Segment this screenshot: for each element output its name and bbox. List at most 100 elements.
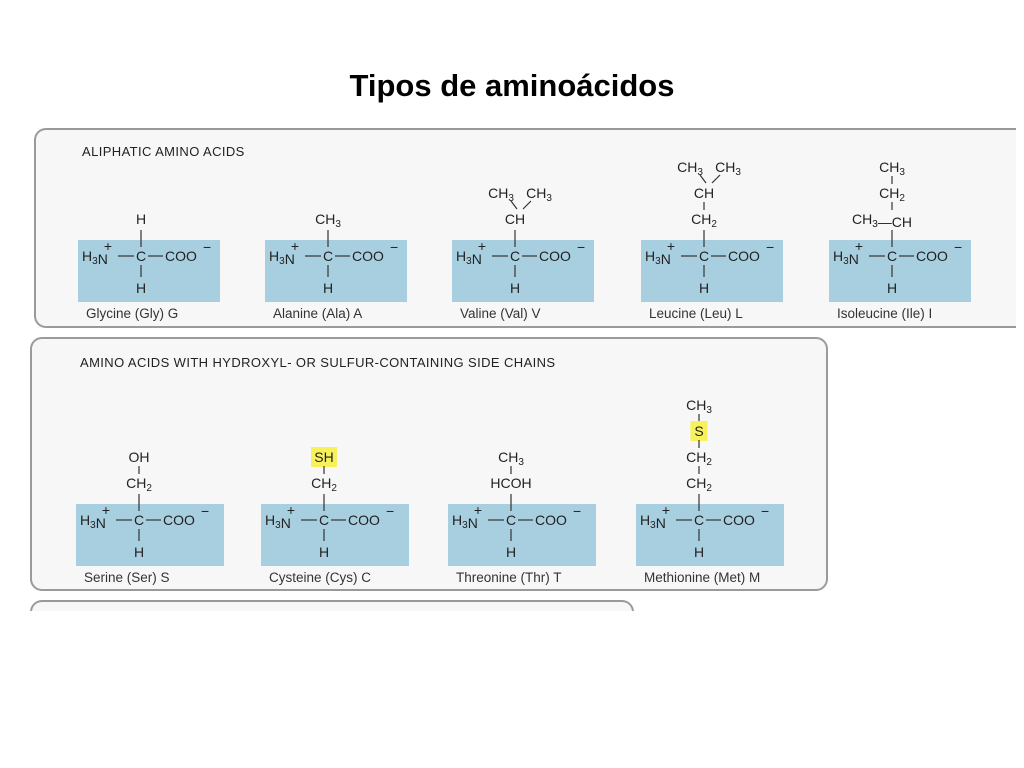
amine-charge: + bbox=[291, 238, 299, 254]
bond bbox=[522, 200, 532, 210]
side-chain-group: HCOH bbox=[490, 475, 531, 491]
page-blank-area bbox=[0, 611, 1024, 768]
carboxylate-charge: − bbox=[573, 503, 581, 519]
amine-group: H3N bbox=[833, 248, 859, 267]
alpha-hydrogen: H bbox=[319, 544, 329, 560]
side-chain-group: CH3—CH bbox=[852, 211, 912, 230]
carboxylate-group: COO bbox=[723, 512, 755, 528]
panel-heading: ALIPHATIC AMINO ACIDS bbox=[82, 144, 245, 159]
amine-group: H3N bbox=[82, 248, 108, 267]
panel-heading: AMINO ACIDS WITH HYDROXYL- OR SULFUR-CON… bbox=[80, 355, 556, 370]
bond bbox=[510, 200, 518, 210]
side-chain-group: CH3 bbox=[715, 159, 741, 178]
backbone-box bbox=[641, 240, 783, 302]
amino-acid-name: Methionine (Met) M bbox=[644, 570, 760, 585]
bond bbox=[711, 174, 721, 184]
alpha-carbon: C bbox=[134, 512, 144, 528]
carboxylate-group: COO bbox=[539, 248, 571, 264]
side-chain-group: CH3 bbox=[315, 211, 341, 230]
side-chain-group: CH2 bbox=[691, 211, 717, 230]
side-chain-group: S bbox=[694, 423, 703, 439]
side-chain-group: CH3 bbox=[686, 397, 712, 416]
side-chain-group: CH2 bbox=[879, 185, 905, 204]
amino-acid-glycine: H3N+ C COO− H H Glycine (Gly) G bbox=[78, 211, 220, 321]
side-chain-group: CH3 bbox=[498, 449, 524, 468]
carboxylate-charge: − bbox=[201, 503, 209, 519]
backbone-box bbox=[261, 504, 409, 566]
carboxylate-charge: − bbox=[577, 239, 585, 255]
carboxylate-charge: − bbox=[386, 503, 394, 519]
side-chain-group: CH3 bbox=[488, 185, 514, 204]
carboxylate-group: COO bbox=[535, 512, 567, 528]
amino-acid-name: Valine (Val) V bbox=[460, 306, 541, 321]
amine-charge: + bbox=[662, 502, 670, 518]
alpha-hydrogen: H bbox=[323, 280, 333, 296]
amino-acid-name: Alanine (Ala) A bbox=[273, 306, 362, 321]
side-chain-group: SH bbox=[314, 449, 333, 465]
amine-charge: + bbox=[478, 238, 486, 254]
alpha-hydrogen: H bbox=[510, 280, 520, 296]
side-chain-group: CH2 bbox=[126, 475, 152, 494]
amine-group: H3N bbox=[645, 248, 671, 267]
alpha-carbon: C bbox=[319, 512, 329, 528]
carboxylate-group: COO bbox=[728, 248, 760, 264]
amine-charge: + bbox=[287, 502, 295, 518]
side-chain-group: CH bbox=[694, 185, 714, 201]
carboxylate-charge: − bbox=[203, 239, 211, 255]
alpha-carbon: C bbox=[506, 512, 516, 528]
amino-acid-name: Glycine (Gly) G bbox=[86, 306, 178, 321]
side-chain-group: CH bbox=[505, 211, 525, 227]
alpha-carbon: C bbox=[510, 248, 520, 264]
alpha-carbon: C bbox=[699, 248, 709, 264]
side-chain-group: CH2 bbox=[311, 475, 337, 494]
amino-acid-name: Isoleucine (Ile) I bbox=[837, 306, 932, 321]
amine-group: H3N bbox=[269, 248, 295, 267]
carboxylate-group: COO bbox=[165, 248, 197, 264]
carboxylate-group: COO bbox=[163, 512, 195, 528]
amine-charge: + bbox=[104, 238, 112, 254]
amino-acid-name: Leucine (Leu) L bbox=[649, 306, 743, 321]
alpha-carbon: C bbox=[136, 248, 146, 264]
carboxylate-charge: − bbox=[766, 239, 774, 255]
carboxylate-group: COO bbox=[348, 512, 380, 528]
highlight-mark bbox=[690, 421, 708, 441]
side-chain-group: CH3 bbox=[526, 185, 552, 204]
side-chain-group: OH bbox=[129, 449, 150, 465]
amine-group: H3N bbox=[265, 512, 291, 531]
alpha-hydrogen: H bbox=[506, 544, 516, 560]
alpha-carbon: C bbox=[887, 248, 897, 264]
carboxylate-charge: − bbox=[390, 239, 398, 255]
amine-group: H3N bbox=[452, 512, 478, 531]
carboxylate-charge: − bbox=[954, 239, 962, 255]
backbone-box bbox=[829, 240, 971, 302]
backbone-box bbox=[452, 240, 594, 302]
alpha-hydrogen: H bbox=[134, 544, 144, 560]
amino-acid-name: Threonine (Thr) T bbox=[456, 570, 562, 585]
backbone-box bbox=[78, 240, 220, 302]
side-chain-group: CH2 bbox=[686, 449, 712, 468]
amine-charge: + bbox=[667, 238, 675, 254]
side-chain-group: CH2 bbox=[686, 475, 712, 494]
amine-group: H3N bbox=[80, 512, 106, 531]
backbone-box bbox=[265, 240, 407, 302]
backbone-box bbox=[76, 504, 224, 566]
amine-charge: + bbox=[855, 238, 863, 254]
side-chain-group: CH3 bbox=[879, 159, 905, 178]
page-title: Tipos de aminoácidos bbox=[349, 68, 675, 103]
alpha-carbon: C bbox=[323, 248, 333, 264]
amine-group: H3N bbox=[456, 248, 482, 267]
alpha-hydrogen: H bbox=[887, 280, 897, 296]
backbone-box bbox=[448, 504, 596, 566]
side-chain-group: H bbox=[136, 211, 146, 227]
amino-acid-name: Serine (Ser) S bbox=[84, 570, 170, 585]
amine-group: H3N bbox=[640, 512, 666, 531]
alpha-hydrogen: H bbox=[136, 280, 146, 296]
